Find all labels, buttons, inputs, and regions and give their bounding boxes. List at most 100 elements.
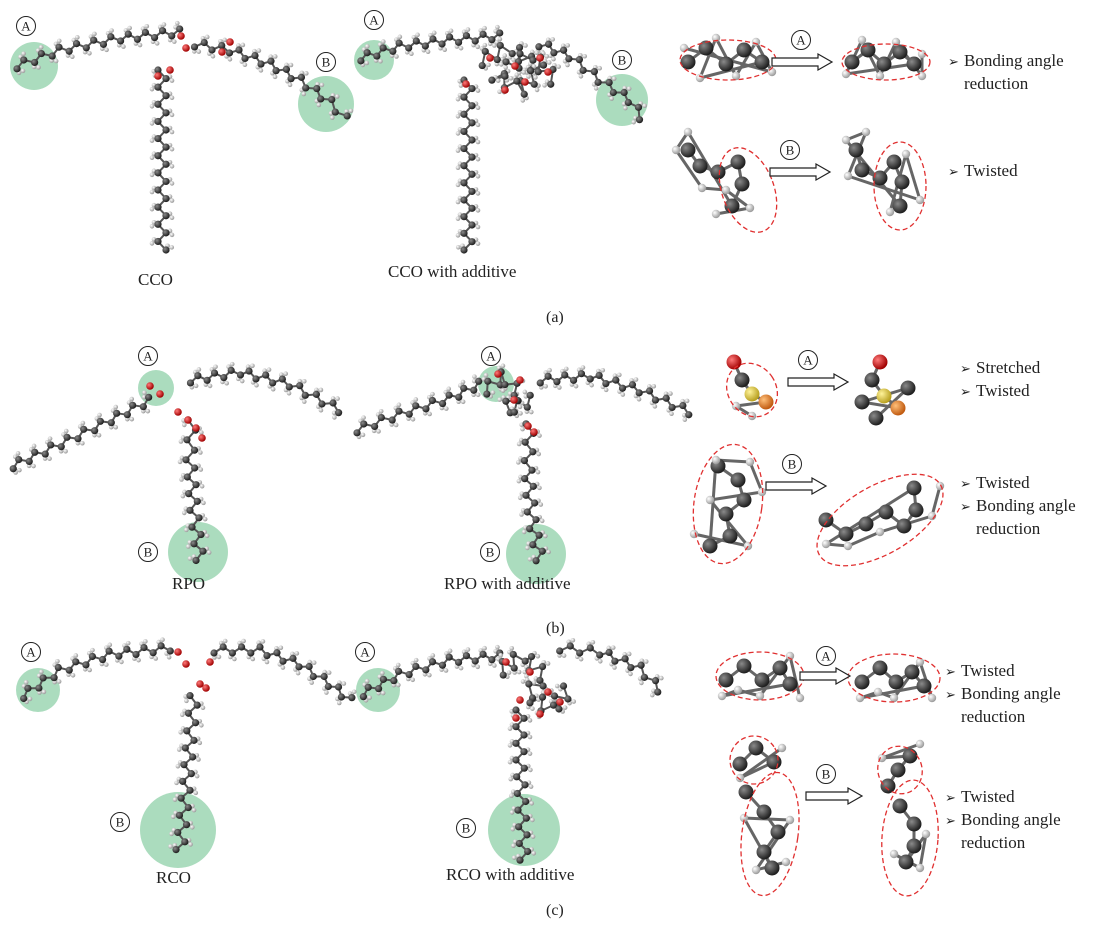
carbon-atom bbox=[298, 74, 305, 81]
carbon-atom bbox=[26, 458, 33, 465]
marker-a: A bbox=[482, 347, 501, 366]
carbon-atom bbox=[524, 508, 531, 515]
hydrogen-atom bbox=[184, 528, 189, 533]
hydrogen-atom bbox=[546, 661, 551, 666]
carbon-atom bbox=[901, 381, 916, 396]
carbon-atom bbox=[869, 411, 884, 426]
hydrogen-atom bbox=[352, 689, 357, 694]
marker-text: A bbox=[796, 33, 806, 48]
carbon-atom bbox=[211, 369, 218, 376]
carbon-atom bbox=[845, 55, 860, 70]
change-b2: ➢Twisted ➢Bonding angle reduction bbox=[960, 472, 1076, 540]
arrow-shape bbox=[770, 164, 830, 180]
carbon-atom bbox=[547, 81, 554, 88]
carbon-atom bbox=[380, 44, 387, 51]
carbon-atom bbox=[565, 55, 572, 62]
carbon-atom bbox=[737, 659, 752, 674]
carbon-atom bbox=[186, 787, 193, 794]
carbon-atom bbox=[446, 654, 453, 661]
hydrogen-atom bbox=[528, 718, 533, 723]
marker-text: A bbox=[803, 353, 813, 368]
hydrogen-atom bbox=[449, 29, 454, 34]
carbon-atom bbox=[526, 699, 533, 706]
carbon-atom bbox=[191, 447, 198, 454]
hydrogen-atom bbox=[142, 390, 147, 395]
oxygen-atom bbox=[192, 424, 200, 432]
hydrogen-atom bbox=[531, 851, 536, 856]
hydrogen-atom bbox=[521, 70, 526, 75]
oxygen-atom bbox=[516, 696, 524, 704]
carbon-atom bbox=[50, 674, 57, 681]
hydrogen-atom bbox=[241, 43, 246, 48]
hydrogen-atom bbox=[194, 384, 199, 389]
hydrogen-atom bbox=[172, 39, 177, 44]
marker-a: A bbox=[356, 643, 375, 662]
carbon-atom bbox=[286, 383, 293, 390]
carbon-atom bbox=[537, 379, 544, 386]
carbon-atom bbox=[855, 395, 870, 410]
carbon-atom bbox=[893, 199, 908, 214]
hydrogen-atom bbox=[476, 88, 481, 93]
carbon-atom bbox=[540, 62, 547, 69]
hydrogen-atom bbox=[916, 864, 924, 872]
marker-a: A bbox=[139, 347, 158, 366]
hydrogen-atom bbox=[54, 59, 59, 64]
hydrogen-atom bbox=[337, 701, 342, 706]
carbon-atom bbox=[107, 33, 114, 40]
carbon-atom bbox=[251, 52, 258, 59]
hydrogen-atom bbox=[224, 381, 229, 386]
hydrogen-atom bbox=[197, 741, 202, 746]
hydrogen-atom bbox=[594, 86, 599, 91]
carbon-atom bbox=[179, 778, 186, 785]
carbon-atom bbox=[693, 159, 708, 174]
oxygen-atom bbox=[521, 78, 529, 86]
hydrogen-atom bbox=[874, 688, 882, 696]
hydrogen-atom bbox=[444, 406, 449, 411]
hydrogen-atom bbox=[456, 148, 461, 153]
hydrogen-atom bbox=[491, 390, 496, 395]
rpo-detail-b-after bbox=[819, 481, 945, 551]
hydrogen-atom bbox=[456, 245, 461, 250]
hydrogen-atom bbox=[526, 74, 531, 79]
marker-a: A bbox=[17, 17, 36, 36]
hydrogen-atom bbox=[205, 35, 210, 40]
hydrogen-atom bbox=[376, 429, 381, 434]
carbon-atom bbox=[759, 395, 774, 410]
hydrogen-atom bbox=[508, 777, 513, 782]
arrow-shape bbox=[766, 478, 826, 494]
oxygen-atom bbox=[556, 698, 564, 706]
hydrogen-atom bbox=[261, 639, 266, 644]
carbon-atom bbox=[529, 448, 536, 455]
hydrogen-atom bbox=[365, 61, 370, 66]
hydrogen-atom bbox=[876, 528, 884, 536]
carbon-atom bbox=[195, 514, 202, 521]
hydrogen-atom bbox=[188, 556, 193, 561]
hydrogen-atom bbox=[80, 441, 85, 446]
carbon-atom bbox=[395, 668, 402, 675]
hydrogen-atom bbox=[71, 673, 76, 678]
carbon-atom bbox=[154, 152, 161, 159]
rco-detail-b1-before bbox=[733, 741, 787, 783]
carbon-atom bbox=[551, 692, 558, 699]
transition-arrow-icon bbox=[770, 164, 830, 180]
hydrogen-atom bbox=[171, 814, 176, 819]
carbon-atom bbox=[509, 50, 516, 57]
carbon-atom bbox=[475, 378, 482, 385]
hydrogen-atom bbox=[160, 637, 165, 642]
hydrogen-atom bbox=[179, 439, 184, 444]
carbon-atom bbox=[532, 557, 539, 564]
hydrogen-atom bbox=[196, 757, 201, 762]
hydrogen-atom bbox=[472, 374, 477, 379]
carbon-atom bbox=[190, 540, 197, 547]
hydrogen-atom bbox=[195, 774, 200, 779]
carbon-atom bbox=[252, 375, 259, 382]
carbon-atom bbox=[767, 755, 782, 770]
carbon-atom bbox=[186, 692, 193, 699]
carbon-atom bbox=[446, 33, 453, 40]
marker-text: B bbox=[822, 767, 831, 782]
carbon-atom bbox=[455, 659, 462, 666]
carbon-atom bbox=[373, 52, 380, 59]
hydrogen-atom bbox=[685, 399, 690, 404]
carbon-atom bbox=[909, 503, 924, 518]
carbon-atom bbox=[199, 548, 206, 555]
